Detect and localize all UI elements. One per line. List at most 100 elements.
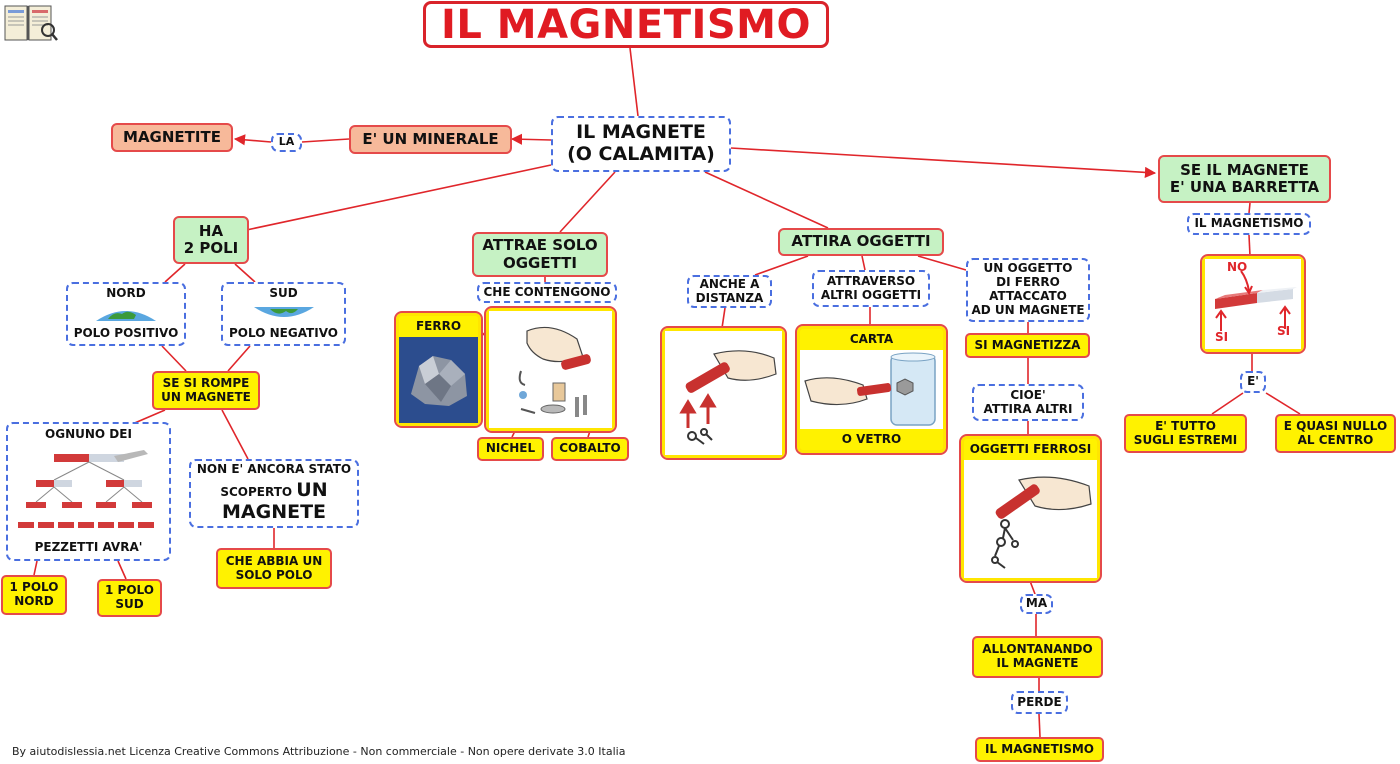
node-ognuno-dei-label: OGNUNO DEI: [45, 427, 132, 441]
node-distanza-line1: ANCHE A: [699, 276, 760, 291]
node-estremi-line1: E' TUTTO: [1155, 418, 1216, 433]
node-quasi-nullo-al-centro: E QUASI NULLO AL CENTRO: [1275, 414, 1396, 453]
node-oggetti-ferrosi-label: OGGETTI FERROSI: [969, 442, 1092, 456]
node-il-magnete-line1: IL MAGNETE: [576, 121, 706, 144]
link-label-perde: PERDE: [1011, 691, 1068, 714]
node-o-vetro-label: O VETRO: [841, 432, 902, 447]
link-label-il-magnetismo: IL MAGNETISMO: [1187, 213, 1311, 235]
book-logo-icon: [2, 2, 58, 44]
node-nichel: NICHEL: [477, 437, 544, 461]
magnet-attracting-metals-picture: [484, 306, 617, 433]
node-un-minerale-text: E' UN MINERALE: [362, 129, 499, 148]
node-attraverso-line1: ATTRAVERSO: [826, 273, 916, 288]
link-label-e-text: E': [1247, 374, 1259, 389]
iron-ore-picture: [399, 336, 478, 423]
iron-rock-icon: [410, 355, 467, 406]
node-non-scoperto-line1: NON E' ANCORA STATO: [196, 462, 352, 477]
node-non-scoperto-magnete: MAGNETE: [221, 500, 327, 523]
node-magnetite-text: MAGNETITE: [123, 127, 221, 146]
magnet-at-distance-picture: [660, 326, 787, 460]
node-il-magnete-line2: (O CALAMITA): [567, 143, 715, 165]
magnet-hand-metals-panel: [489, 311, 612, 428]
node-polo-positivo-label: POLO POSITIVO: [73, 326, 179, 341]
bar-magnet-poles-picture: NO SI SI: [1200, 254, 1306, 354]
node-allontanando: ALLONTANANDO IL MAGNETE: [972, 636, 1103, 678]
node-attrae-solo-oggetti: ATTRAE SOLO OGGETTI: [472, 232, 608, 277]
link-label-il-magnetismo-text: IL MAGNETISMO: [1194, 216, 1304, 231]
node-si-magnetizza-text: SI MAGNETIZZA: [974, 337, 1081, 352]
hand-magnet-objects-icon: [518, 326, 591, 417]
hand-magnet-glass-icon: [803, 352, 936, 426]
globe-north-icon: [96, 311, 156, 321]
node-barretta-line1: SE IL MAGNETE: [1180, 160, 1309, 179]
node-il-magnete: IL MAGNETE (O CALAMITA): [551, 116, 731, 172]
node-nord: NORD POLO POSITIVO: [66, 282, 186, 346]
link-label-e: E': [1240, 371, 1266, 393]
node-cobalto: COBALTO: [551, 437, 629, 461]
node-non-scoperto-un: UN: [296, 479, 328, 502]
node-non-ancora-scoperto: NON E' ANCORA STATO SCOPERTO UN MAGNETE: [189, 459, 359, 528]
node-oggetto-ferro-line1: UN OGGETTO: [983, 261, 1073, 276]
node-si-magnetizza: SI MAGNETIZZA: [965, 333, 1090, 358]
node-pezzetti-label: PEZZETTI AVRA': [34, 540, 143, 555]
node-attraverso-altri-oggetti: ATTRAVERSO ALTRI OGGETTI: [812, 270, 930, 307]
node-se-si-rompe-line2: UN MAGNETE: [161, 389, 251, 404]
node-un-oggetto-di-ferro: UN OGGETTO DI FERRO ATTACCATO AD UN MAGN…: [966, 258, 1090, 322]
broken-magnet-pieces-icon: [17, 449, 154, 528]
link-label-che-contengono: CHE CONTENGONO: [477, 282, 617, 303]
bar-magnet-panel: NO SI SI: [1205, 259, 1301, 349]
bar-picture-si-left-label: SI: [1215, 330, 1229, 344]
node-un-minerale: E' UN MINERALE: [349, 125, 512, 154]
node-attraverso-line2: ALTRI OGGETTI: [820, 287, 922, 302]
node-ferro: FERRO: [394, 311, 483, 428]
page-title-text: IL MAGNETISMO: [441, 1, 811, 48]
node-ha-2-poli: HA 2 POLI: [173, 216, 249, 264]
node-attira-oggetti-text: ATTIRA OGGETTI: [791, 232, 931, 251]
node-se-si-rompe-line1: SE SI ROMPE: [162, 375, 250, 390]
bar-picture-no-label: NO: [1227, 260, 1248, 274]
magnet-distance-panel: [665, 331, 782, 455]
ferrous-objects-panel: [964, 459, 1097, 578]
node-polo-negativo-label: POLO NEGATIVO: [229, 326, 338, 341]
node-centro-line1: E QUASI NULLO: [1283, 418, 1388, 433]
node-un-solo-polo-line2: SOLO POLO: [235, 567, 313, 582]
bar-picture-si-right-label: SI: [1277, 324, 1291, 338]
link-label-che-contengono-text: CHE CONTENGONO: [483, 284, 611, 299]
magnet-through-glass-picture: CARTA O VETRO: [795, 324, 948, 455]
node-anche-a-distanza: ANCHE A DISTANZA: [687, 275, 772, 308]
node-tutto-sugli-estremi: E' TUTTO SUGLI ESTREMI: [1124, 414, 1247, 453]
node-nord-label: NORD: [106, 286, 146, 300]
node-nichel-text: NICHEL: [485, 441, 536, 456]
magnet-glass-panel: [800, 349, 943, 430]
node-ferro-label: FERRO: [415, 319, 462, 333]
node-magnetite: MAGNETITE: [111, 123, 233, 152]
node-sud: SUD POLO NEGATIVO: [221, 282, 346, 346]
node-un-solo-polo-line1: CHE ABBIA UN: [225, 553, 323, 568]
node-attrae-line1: ATTRAE SOLO: [482, 236, 598, 255]
link-label-la-text: LA: [278, 135, 295, 149]
node-oggetto-ferro-line4: AD UN MAGNETE: [971, 302, 1085, 317]
node-barretta-line2: E' UNA BARRETTA: [1169, 178, 1320, 196]
node-cioe-attira-altri: CIOE' ATTIRA ALTRI: [972, 384, 1084, 421]
oggetti-ferrosi-picture: OGGETTI FERROSI: [959, 434, 1102, 583]
node-carta-label: CARTA: [849, 332, 894, 346]
node-cioe-line2: ATTIRA ALTRI: [983, 401, 1073, 416]
node-il-magnetismo-perso: IL MAGNETISMO: [975, 737, 1104, 762]
node-1-polo-sud: 1 POLO SUD: [97, 579, 162, 617]
node-cobalto-text: COBALTO: [559, 441, 621, 456]
node-1-polo-sud-line2: SUD: [115, 597, 144, 611]
bar-magnet-icon: [1215, 270, 1297, 331]
node-attrae-line2: OGGETTI: [502, 253, 577, 272]
node-cioe-line1: CIOE': [1010, 387, 1046, 402]
node-sud-label: SUD: [269, 286, 298, 300]
node-1-polo-sud-line1: 1 POLO: [105, 583, 154, 598]
node-attira-oggetti: ATTIRA OGGETTI: [778, 228, 944, 256]
node-1-polo-nord-line2: NORD: [14, 594, 54, 608]
license-footer: By aiutodislessia.net Licenza Creative C…: [12, 745, 626, 758]
node-il-magnetismo-perso-text: IL MAGNETISMO: [984, 741, 1095, 756]
node-oggetto-ferro-line3: ATTACCATO: [989, 289, 1067, 303]
node-oggetto-ferro-line2: DI FERRO: [996, 275, 1060, 290]
node-ha-2-poli-line2: 2 POLI: [183, 239, 239, 257]
link-label-ma-text: MA: [1025, 596, 1048, 611]
